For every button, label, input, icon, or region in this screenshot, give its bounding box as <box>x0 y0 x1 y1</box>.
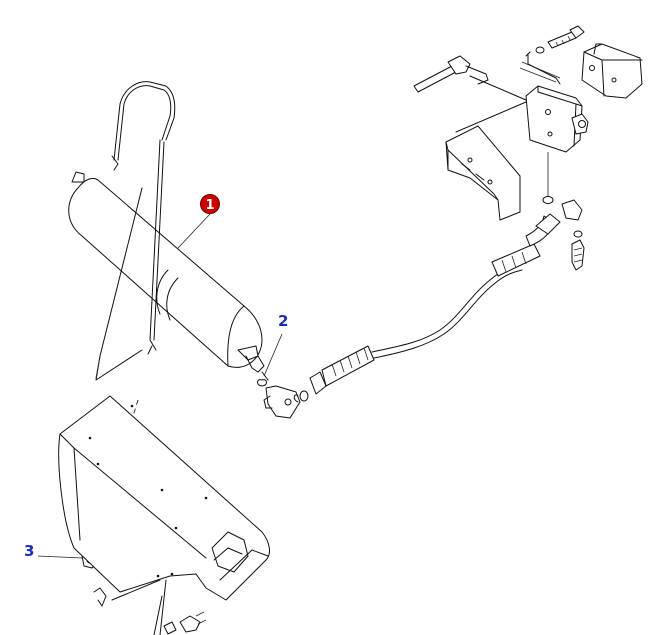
leader-line-1 <box>177 213 211 249</box>
callout-3-label[interactable]: 3 <box>24 542 34 560</box>
mounting-strap[interactable] <box>111 81 176 355</box>
relief-valve-block[interactable] <box>581 43 643 99</box>
hose-assembly[interactable] <box>309 213 561 395</box>
o-ring[interactable] <box>299 390 309 402</box>
callout-1-label: 1 <box>205 198 214 213</box>
lower-bolts[interactable] <box>93 579 207 635</box>
top-bolt-set[interactable] <box>525 25 585 57</box>
elbow-fitting[interactable] <box>257 379 301 419</box>
leader-line-2 <box>263 333 283 377</box>
tank-bracket-plate <box>95 187 143 381</box>
callout-1[interactable]: 1 <box>200 194 220 214</box>
valve-lever[interactable] <box>413 53 561 101</box>
callout-2-label[interactable]: 2 <box>278 312 288 330</box>
accumulator-tank[interactable] <box>68 171 269 381</box>
leader-line-3 <box>37 555 83 559</box>
cover-guard[interactable] <box>58 395 270 601</box>
valve-port-fittings[interactable] <box>542 152 585 271</box>
valve-mount-bracket[interactable] <box>445 101 527 221</box>
valve-block[interactable] <box>525 85 589 153</box>
